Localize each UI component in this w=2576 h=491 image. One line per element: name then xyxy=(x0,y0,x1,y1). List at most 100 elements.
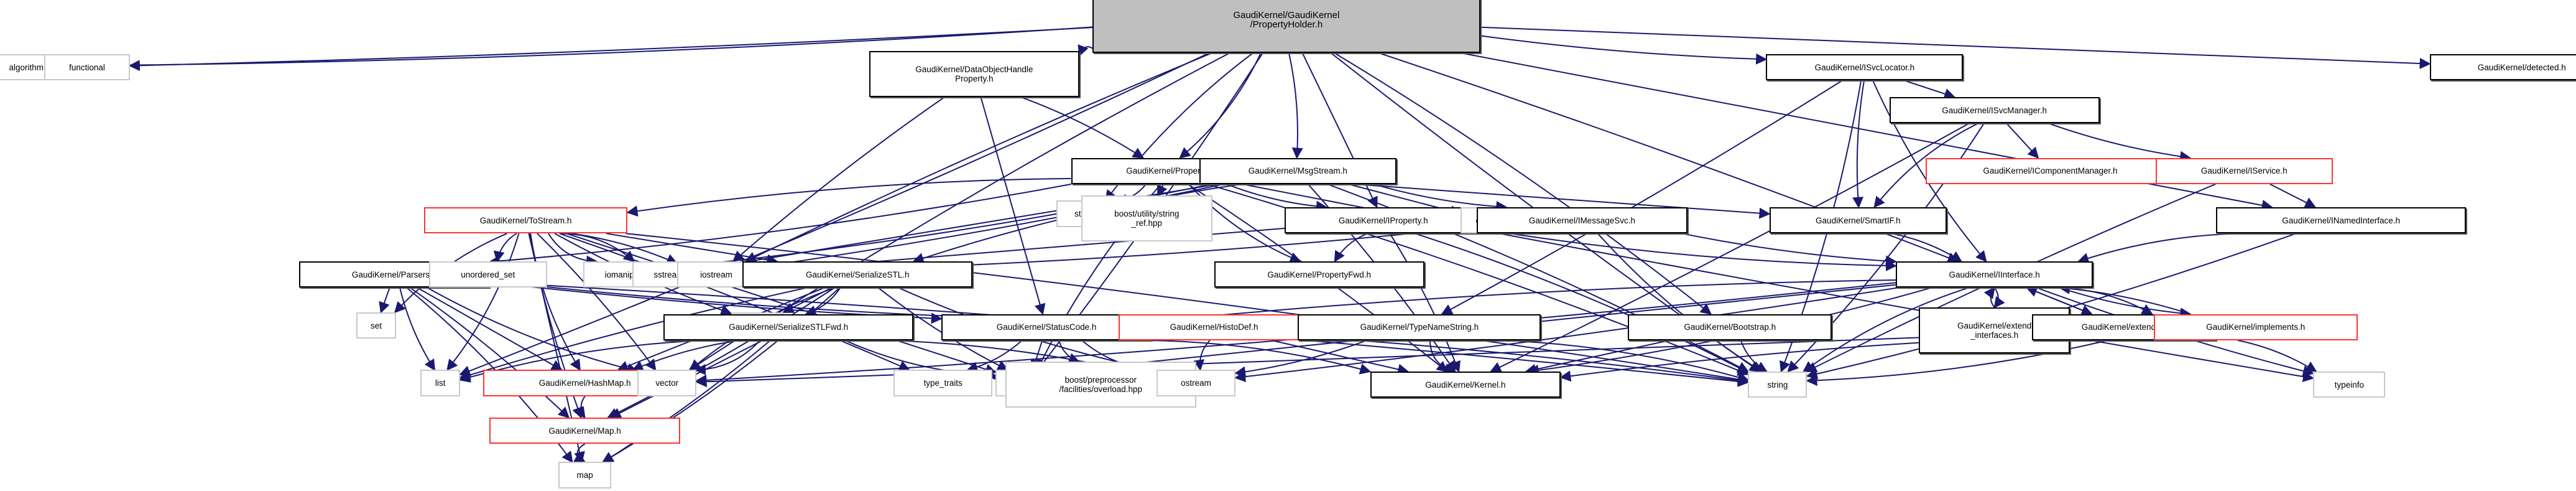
edge-parsers-to-set xyxy=(379,288,390,314)
graph-node-ostream[interactable]: ostream xyxy=(1156,370,1235,396)
edge-root-to-bootstrap xyxy=(1333,52,1712,315)
node-label: GaudiKernel/PropertyFwd.h xyxy=(1267,269,1371,279)
node-label: GaudiKernel/IService.h xyxy=(2200,166,2287,176)
node-label: GaudiKernel/ISvcManager.h xyxy=(1942,105,2047,115)
graph-node-implements[interactable]: GaudiKernel/implements.h xyxy=(2153,314,2358,340)
graph-node-tostream[interactable]: GaudiKernel/ToStream.h xyxy=(423,207,628,234)
graph-node-smartif[interactable]: GaudiKernel/SmartIF.h xyxy=(1769,207,1947,234)
node-label: GaudiKernel/extends.h xyxy=(2081,322,2167,332)
edge-parsers-to-hashmap xyxy=(417,287,563,371)
graph-node-serializestlfwd[interactable]: GaudiKernel/SerializeSTLFwd.h xyxy=(663,314,914,340)
edge-statuscode-to-type_traits xyxy=(966,340,1023,373)
edge-bootstrap-to-kernel xyxy=(1525,339,1670,375)
node-label: GaudiKernel/SmartIF.h xyxy=(1816,215,1901,225)
graph-node-dohp[interactable]: GaudiKernel/DataObjectHandle Property.h xyxy=(869,50,1079,97)
edge-dohp-to-iostream xyxy=(732,96,945,263)
node-label: type_traits xyxy=(923,378,963,388)
edge-tostream-to-hashmap xyxy=(530,233,581,372)
edge-iinterface-to-extendif xyxy=(1993,287,2005,309)
graph-node-stringref[interactable]: boost/utility/string _ref.hpp xyxy=(1081,195,1212,242)
node-label: GaudiKernel/GaudiKernel /PropertyHolder.… xyxy=(1233,9,1340,30)
node-label: set xyxy=(371,320,382,330)
graph-node-list[interactable]: list xyxy=(420,370,460,396)
edge-root-to-property xyxy=(1179,52,1262,159)
edge-extends-to-iinterface xyxy=(2026,286,2092,315)
edge-serializestlfwd-to-map xyxy=(602,340,771,463)
graph-node-serializestl[interactable]: GaudiKernel/SerializeSTL.h xyxy=(742,261,973,288)
graph-node-map[interactable]: map xyxy=(558,462,611,489)
node-label: GaudiKernel/SerializeSTL.h xyxy=(805,269,910,279)
node-label: unordered_set xyxy=(461,269,515,279)
edge-tostream-to-vector xyxy=(537,233,657,371)
graph-node-iservice[interactable]: GaudiKernel/IService.h xyxy=(2155,157,2333,184)
edge-serializestlfwd-to-vector xyxy=(694,340,761,375)
edge-typenamestring-to-string xyxy=(1501,339,1750,383)
graph-node-typeinfo[interactable]: typeinfo xyxy=(2313,372,2386,398)
graph-node-isvcmanager[interactable]: GaudiKernel/ISvcManager.h xyxy=(1889,96,2100,124)
graph-node-bootstrap[interactable]: GaudiKernel/Bootstrap.h xyxy=(1628,314,1832,340)
edge-isvclocator-to-typenamestring xyxy=(1441,80,1843,315)
graph-node-iostream[interactable]: iostream xyxy=(676,261,756,288)
graph-node-propertyfwd[interactable]: GaudiKernel/PropertyFwd.h xyxy=(1214,261,1424,288)
node-label: algorithm xyxy=(9,62,44,72)
graph-node-inamed[interactable]: GaudiKernel/INamedInterface.h xyxy=(2216,207,2466,234)
edge-imessagesvc-to-string xyxy=(1597,233,1763,373)
edge-property-to-tostream xyxy=(626,177,1071,217)
edge-root-to-detected xyxy=(1480,26,2431,69)
node-label: ostream xyxy=(1181,378,1211,388)
node-label: map xyxy=(576,470,593,480)
node-label: GaudiKernel/detected.h xyxy=(2477,62,2566,72)
edge-typenamestring-to-ostream xyxy=(1234,339,1367,378)
graph-node-icompmgr[interactable]: GaudiKernel/IComponentManager.h xyxy=(1925,157,2176,184)
edge-system-to-typeinfo xyxy=(2237,339,2317,373)
graph-node-msgstream[interactable]: GaudiKernel/MsgStream.h xyxy=(1199,157,1396,184)
edge-root-to-isvclocator xyxy=(1480,35,1768,65)
graph-node-typenamestring[interactable]: GaudiKernel/TypeNameString.h xyxy=(1298,314,1541,340)
graph-node-detected[interactable]: GaudiKernel/detected.h xyxy=(2429,54,2576,81)
node-label: GaudiKernel/Parsers.h xyxy=(351,269,437,279)
node-label: functional xyxy=(69,62,105,72)
graph-node-iinterface[interactable]: GaudiKernel/IInterface.h xyxy=(1896,261,2094,288)
edge-imessagesvc-to-iinterface xyxy=(1682,233,1897,267)
graph-node-imessagesvc[interactable]: GaudiKernel/IMessageSvc.h xyxy=(1477,207,1687,234)
edge-dohp-to-statuscode xyxy=(980,96,1046,316)
edge-dohp-to-property xyxy=(1020,96,1145,159)
edge-iproperty-to-propertyfwd xyxy=(1334,233,1369,263)
graph-node-vector[interactable]: vector xyxy=(637,370,697,396)
graph-node-type_traits[interactable]: type_traits xyxy=(893,370,992,396)
edge-root-to-iproperty xyxy=(1301,52,1378,208)
graph-node-set[interactable]: set xyxy=(356,312,396,339)
graph-node-iproperty[interactable]: GaudiKernel/IProperty.h xyxy=(1285,207,1482,234)
edge-iinterface-to-statuscode xyxy=(1150,279,1896,326)
graph-node-string[interactable]: string xyxy=(1748,372,1807,398)
graph-node-map_h[interactable]: GaudiKernel/Map.h xyxy=(489,418,680,444)
graph-node-statuscode[interactable]: GaudiKernel/StatusCode.h xyxy=(941,314,1152,340)
graph-node-root: GaudiKernel/GaudiKernel /PropertyHolder.… xyxy=(1092,0,1480,53)
graph-node-unordered_set[interactable]: unordered_set xyxy=(428,261,547,288)
node-label: GaudiKernel/TypeNameString.h xyxy=(1360,322,1479,332)
edge-serializestl-to-map_h xyxy=(606,287,835,418)
node-label: GaudiKernel/StatusCode.h xyxy=(996,322,1097,332)
graph-node-isvclocator[interactable]: GaudiKernel/ISvcLocator.h xyxy=(1766,54,1964,81)
graph-node-histodef[interactable]: GaudiKernel/HistoDef.h xyxy=(1119,314,1309,340)
node-label: boost/utility/string _ref.hpp xyxy=(1114,209,1180,228)
edge-extendif-to-iinterface xyxy=(1983,286,1995,308)
node-label: GaudiKernel/MsgStream.h xyxy=(1248,166,1347,176)
node-label: vector xyxy=(655,378,679,388)
edge-property-to-iproperty xyxy=(1226,183,1327,212)
edge-root-to-msgstream xyxy=(1288,52,1303,159)
edge-iproperty-to-iinterface xyxy=(1482,228,1897,271)
edge-typenamestring-to-kernel xyxy=(1429,340,1456,375)
edge-hashmap-to-map_h xyxy=(574,396,586,419)
graph-node-kernel[interactable]: GaudiKernel/Kernel.h xyxy=(1370,372,1561,398)
node-label: GaudiKernel/DataObjectHandle Property.h xyxy=(915,64,1033,83)
edge-serializestlfwd-to-hashmap xyxy=(632,339,741,372)
edge-tostream-to-unordered_set xyxy=(493,233,517,263)
edge-isvclocator-to-smartif xyxy=(1852,80,1865,208)
edge-isvcmanager-to-icompmgr xyxy=(2006,123,2039,159)
edge-property-to-parsers xyxy=(488,183,1072,267)
edge-root-to-iostream xyxy=(744,52,1213,263)
edge-msgstream-to-imessagesvc xyxy=(1373,183,1508,212)
graph-node-functional[interactable]: functional xyxy=(44,54,130,81)
